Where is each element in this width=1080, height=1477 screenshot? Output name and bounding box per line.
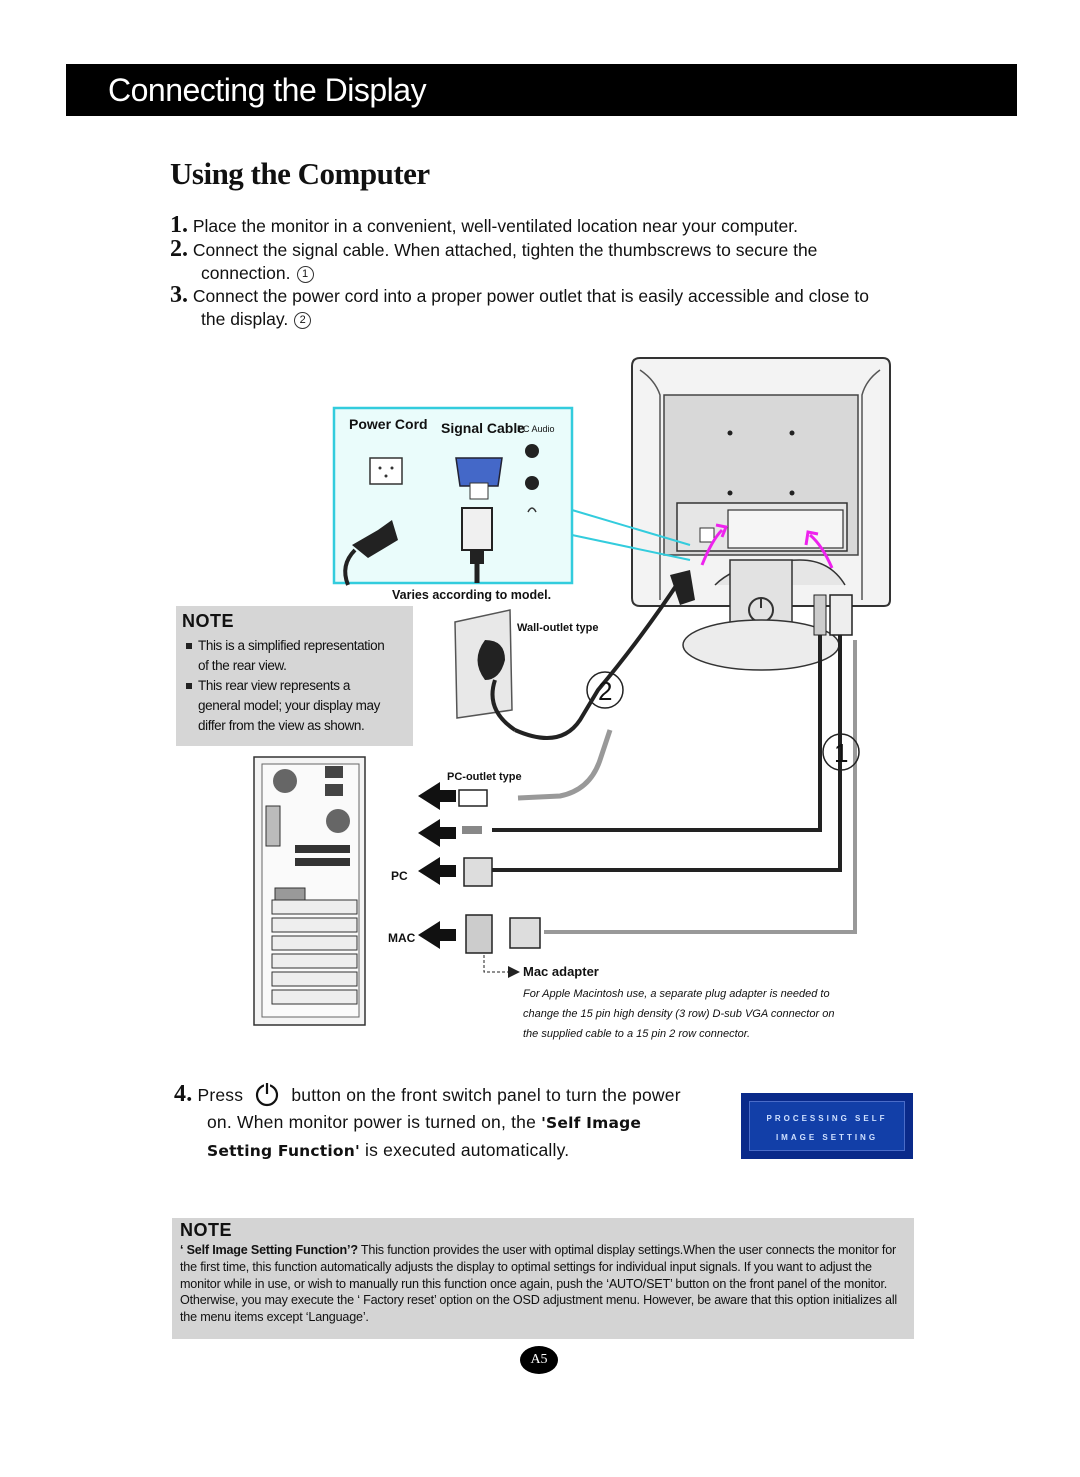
marker-1: 1	[296, 265, 314, 283]
step-2-number: 2.	[170, 236, 188, 262]
bullet-icon	[186, 643, 192, 650]
step-3-line-2: the display. 2	[201, 308, 312, 330]
step-3: 3. Connect the power cord into a proper …	[170, 282, 869, 308]
step-1: 1. Place the monitor in a convenient, we…	[170, 212, 798, 238]
step-4-line-3a: Setting Function'	[207, 1142, 360, 1160]
note-1-item-1-line-1: This is a simplified representation	[198, 638, 385, 653]
step-3-text: Connect the power cord into a proper pow…	[192, 286, 869, 306]
bullet-icon	[186, 683, 192, 690]
osd-line-2: IMAGE SETTING	[775, 1133, 879, 1142]
step-2-line-2: connection. 1	[201, 262, 314, 284]
osd-line-1: PROCESSING SELF	[766, 1114, 888, 1123]
label-varies: Varies according to model.	[392, 588, 551, 602]
note-1-item-2-line-1: This rear view represents a	[198, 678, 351, 693]
power-icon	[256, 1082, 279, 1107]
page-number: A5	[520, 1346, 558, 1374]
step-1-number: 1.	[170, 212, 188, 238]
note-1-item-1: This is a simplified representation of t…	[186, 636, 411, 676]
step-2-text-2: connection.	[201, 263, 291, 283]
step-4-line-2b: 'Self Image	[541, 1114, 642, 1132]
step-4-line-2a: on. When monitor power is turned on, the	[207, 1112, 542, 1132]
step-4-line-1: button on the front switch panel to turn…	[291, 1085, 681, 1105]
connector-panel-callout	[332, 406, 691, 586]
note-2-text: This function provides the user with opt…	[180, 1243, 898, 1325]
note-2-title: NOTE	[180, 1220, 233, 1240]
step-2-text: Connect the signal cable. When attached,…	[192, 240, 818, 260]
note-1-title: NOTE	[182, 611, 235, 631]
mac-note-line-2: change the 15 pin high density (3 row) D…	[523, 1008, 834, 1020]
note-2-lead: ‘ Self Image Setting Function’?	[180, 1243, 358, 1257]
note-box-self-image: NOTE ‘ Self Image Setting Function’? Thi…	[172, 1218, 914, 1339]
note-1-item-1-line-2: of the rear view.	[198, 658, 287, 673]
step-2: 2. Connect the signal cable. When attach…	[170, 236, 818, 262]
step-4-number: 4.	[174, 1081, 193, 1107]
callout-1: 1	[834, 738, 848, 768]
mac-note-line-1: For Apple Macintosh use, a separate plug…	[523, 988, 830, 1000]
step-4-line-3b: is executed automatically.	[359, 1140, 570, 1160]
header-title: Connecting the Display	[108, 72, 427, 108]
label-power-cord: Power Cord	[349, 416, 428, 432]
wall-outlet-illustration	[454, 609, 517, 732]
mac-note-line-3: the supplied cable to a 15 pin 2 row con…	[523, 1028, 750, 1040]
step-3-number: 3.	[170, 282, 188, 308]
monitor-rear-illustration	[631, 357, 891, 671]
header-bar: Connecting the Display	[66, 64, 1017, 116]
label-signal-cable: Signal Cable	[441, 420, 525, 436]
label-mac-adapter: Mac adapter	[523, 964, 599, 979]
step-1-text: Place the monitor in a convenient, well-…	[192, 216, 798, 236]
pc-arrows	[418, 782, 541, 954]
marker-2: 2	[294, 311, 312, 329]
pc-tower-illustration	[253, 756, 366, 1026]
callout-2: 2	[598, 676, 612, 706]
note-box-rear-view: NOTE This is a simplified representation…	[176, 606, 413, 746]
osd-message-box: PROCESSING SELF IMAGE SETTING	[741, 1093, 913, 1159]
label-mac: MAC	[388, 931, 416, 945]
step-3-text-2: the display.	[201, 309, 289, 329]
step-4-press: Press	[197, 1085, 244, 1105]
note-2-body: ‘ Self Image Setting Function’? This fun…	[180, 1242, 908, 1326]
section-title: Using the Computer	[170, 156, 430, 191]
note-1-item-2: This rear view represents a general mode…	[186, 676, 411, 736]
label-pc-audio: PC Audio	[517, 424, 555, 434]
connection-diagram: Power Cord Signal Cable PC Audio Varies …	[253, 357, 891, 1040]
label-pc: PC	[391, 869, 408, 883]
note-1-item-2-line-2: general model; your display may	[198, 698, 380, 713]
label-wall-outlet: Wall-outlet type	[517, 622, 598, 634]
note-1-item-2-line-3: differ from the view as shown.	[198, 718, 365, 733]
step-4: 4. Press button on the front switch pane…	[174, 1081, 734, 1165]
label-pc-outlet: PC-outlet type	[447, 771, 522, 783]
